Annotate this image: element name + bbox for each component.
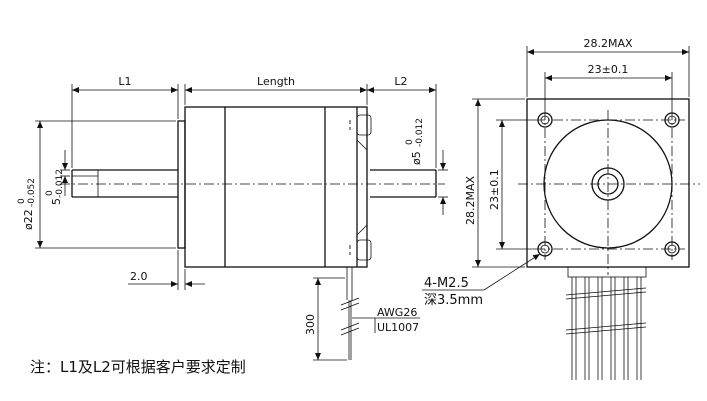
dim-shaft-diameter-value: ø5 xyxy=(410,151,423,165)
dim-hole-spacing-h: 23±0.1 xyxy=(544,63,673,110)
dim-flange-diameter: ø22 0 -0.052 xyxy=(17,120,176,249)
wire-callout: AWG26 UL1007 xyxy=(352,306,420,334)
dim-hole-spacing-v-value: 23±0.1 xyxy=(488,169,501,210)
dim-l1-label: L1 xyxy=(118,75,131,88)
dim-flange-diameter-value: ø22 xyxy=(22,209,35,230)
wire-standard: UL1007 xyxy=(377,321,419,334)
dim-shaft-flat-value: 5 xyxy=(50,198,63,205)
customization-note: 注：L1及L2可根据客户要求定制 xyxy=(30,358,246,376)
wire-gauge: AWG26 xyxy=(377,306,417,319)
dim-l1: L1 xyxy=(71,75,179,168)
dim-hole-spacing-h-value: 23±0.1 xyxy=(588,63,629,76)
hole-spec: 4-M2.5 xyxy=(424,276,469,291)
side-view: L1 Length L2 ø22 0 -0.052 xyxy=(17,75,448,361)
dim-shaft-dia-tol-upper: 0 xyxy=(405,139,415,145)
dim-lead-length-value: 300 xyxy=(304,314,317,335)
dim-shaft-flat-tol-upper: 0 xyxy=(45,190,55,196)
front-view: 28.2MAX 23±0.1 28.2MAX 23±0.1 xyxy=(422,37,700,380)
front-lead-wires xyxy=(565,266,647,380)
dim-shaft-flat: 5 0 -0.012 xyxy=(45,150,70,205)
dim-shaft-diameter: ø5 0 -0.012 xyxy=(405,118,448,215)
flange-boss xyxy=(177,120,186,249)
dim-flange-tol-lower: -0.052 xyxy=(27,178,37,207)
hole-callout: 4-M2.5 深3.5mm xyxy=(422,253,541,308)
dim-boss-thickness: 2.0 xyxy=(128,250,205,290)
dim-lead-length: 300 xyxy=(304,277,347,361)
dim-body-width: 28.2MAX xyxy=(526,37,690,97)
dim-shaft-dia-tol-lower: -0.012 xyxy=(415,118,425,147)
lead-wires xyxy=(340,267,360,360)
shaft xyxy=(71,169,178,198)
rear-shaft xyxy=(370,169,437,198)
dim-length-label: Length xyxy=(257,75,295,88)
dim-body-height: 28.2MAX xyxy=(464,98,525,268)
dim-boss-thickness-value: 2.0 xyxy=(130,270,148,283)
dim-l2-label: L2 xyxy=(394,75,407,88)
dim-body-height-value: 28.2MAX xyxy=(464,175,477,225)
dim-flange-tol-upper: 0 xyxy=(17,198,27,204)
dim-body-width-value: 28.2MAX xyxy=(583,37,633,50)
motor-body xyxy=(184,106,372,268)
hole-depth: 深3.5mm xyxy=(424,293,483,308)
dim-length: Length xyxy=(184,75,368,105)
dim-shaft-flat-tol-lower: -0.012 xyxy=(55,169,65,198)
dim-l2: L2 xyxy=(367,75,437,168)
dim-hole-spacing-v: 23±0.1 xyxy=(488,119,535,250)
